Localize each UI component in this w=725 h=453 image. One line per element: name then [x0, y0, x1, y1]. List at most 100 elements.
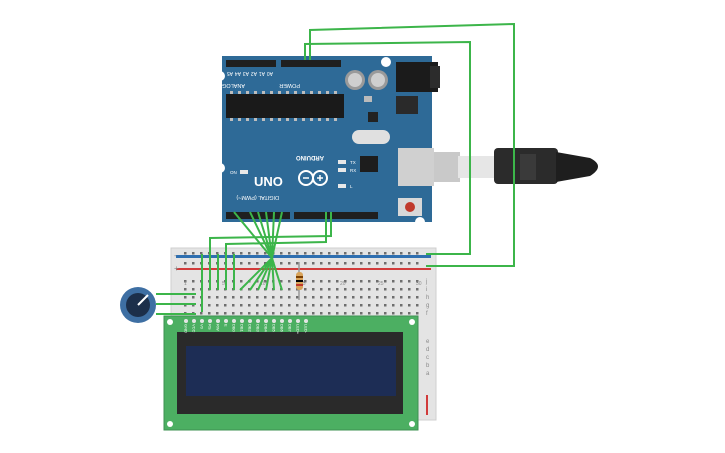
breadboard-hole[interactable] — [368, 312, 371, 315]
potentiometer[interactable] — [120, 287, 156, 323]
breadboard-hole[interactable] — [256, 296, 259, 299]
breadboard-hole[interactable] — [392, 304, 395, 307]
breadboard-hole[interactable] — [360, 280, 363, 283]
breadboard-hole[interactable] — [280, 262, 283, 265]
breadboard-hole[interactable] — [312, 262, 315, 265]
breadboard-hole[interactable] — [296, 304, 299, 307]
breadboard-hole[interactable] — [336, 288, 339, 291]
breadboard-hole[interactable] — [240, 262, 243, 265]
breadboard-hole[interactable] — [344, 288, 347, 291]
breadboard-hole[interactable] — [384, 252, 387, 255]
breadboard-hole[interactable] — [352, 288, 355, 291]
breadboard-hole[interactable] — [344, 296, 347, 299]
breadboard-hole[interactable] — [344, 252, 347, 255]
breadboard-hole[interactable] — [304, 262, 307, 265]
breadboard-hole[interactable] — [408, 312, 411, 315]
breadboard-hole[interactable] — [288, 296, 291, 299]
breadboard-hole[interactable] — [376, 304, 379, 307]
breadboard-hole[interactable] — [280, 312, 283, 315]
breadboard-hole[interactable] — [368, 252, 371, 255]
breadboard-hole[interactable] — [184, 296, 187, 299]
breadboard-hole[interactable] — [360, 304, 363, 307]
breadboard-hole[interactable] — [384, 262, 387, 265]
arduino-uno-board[interactable]: POWER ANALOG IN DIGITAL (PWM~) A5 A4 A3 … — [215, 56, 440, 227]
breadboard-hole[interactable] — [256, 304, 259, 307]
breadboard-hole[interactable] — [240, 312, 243, 315]
breadboard-hole[interactable] — [256, 252, 259, 255]
breadboard-hole[interactable] — [296, 252, 299, 255]
breadboard-hole[interactable] — [304, 304, 307, 307]
breadboard-hole[interactable] — [376, 280, 379, 283]
breadboard-hole[interactable] — [192, 288, 195, 291]
breadboard-hole[interactable] — [192, 280, 195, 283]
breadboard-hole[interactable] — [344, 280, 347, 283]
breadboard-hole[interactable] — [328, 296, 331, 299]
lcd-pin[interactable] — [256, 319, 260, 323]
lcd-pin[interactable] — [208, 319, 212, 323]
breadboard-hole[interactable] — [328, 280, 331, 283]
breadboard-hole[interactable] — [232, 296, 235, 299]
breadboard-hole[interactable] — [288, 304, 291, 307]
breadboard-hole[interactable] — [312, 252, 315, 255]
breadboard-hole[interactable] — [416, 252, 419, 255]
breadboard-hole[interactable] — [304, 312, 307, 315]
breadboard-hole[interactable] — [320, 312, 323, 315]
breadboard-hole[interactable] — [248, 304, 251, 307]
breadboard-hole[interactable] — [328, 252, 331, 255]
lcd-pin[interactable] — [296, 319, 300, 323]
lcd-pin-header[interactable] — [184, 319, 308, 323]
breadboard-hole[interactable] — [248, 262, 251, 265]
breadboard-hole[interactable] — [248, 312, 251, 315]
breadboard-hole[interactable] — [416, 304, 419, 307]
lcd-pin[interactable] — [264, 319, 268, 323]
breadboard-hole[interactable] — [232, 252, 235, 255]
breadboard-hole[interactable] — [368, 296, 371, 299]
breadboard-hole[interactable] — [400, 312, 403, 315]
breadboard-hole[interactable] — [368, 262, 371, 265]
breadboard-hole[interactable] — [328, 288, 331, 291]
breadboard-hole[interactable] — [200, 312, 203, 315]
breadboard-hole[interactable] — [248, 296, 251, 299]
breadboard-hole[interactable] — [376, 296, 379, 299]
breadboard-hole[interactable] — [296, 296, 299, 299]
breadboard-hole[interactable] — [368, 304, 371, 307]
resistor[interactable] — [296, 262, 303, 300]
breadboard-hole[interactable] — [216, 304, 219, 307]
wires[interactable] — [156, 22, 515, 315]
usb-port[interactable] — [398, 148, 434, 186]
breadboard-hole[interactable] — [352, 312, 355, 315]
lcd-pin[interactable] — [216, 319, 220, 323]
breadboard-hole[interactable] — [416, 288, 419, 291]
breadboard-hole[interactable] — [312, 288, 315, 291]
breadboard-hole[interactable] — [184, 252, 187, 255]
breadboard-hole[interactable] — [344, 304, 347, 307]
breadboard-hole[interactable] — [376, 262, 379, 265]
breadboard-hole[interactable] — [416, 262, 419, 265]
breadboard-hole[interactable] — [336, 252, 339, 255]
breadboard-hole[interactable] — [280, 296, 283, 299]
breadboard-hole[interactable] — [360, 252, 363, 255]
breadboard-hole[interactable] — [288, 252, 291, 255]
breadboard-hole[interactable] — [328, 312, 331, 315]
lcd-pin[interactable] — [248, 319, 252, 323]
breadboard-hole[interactable] — [360, 262, 363, 265]
breadboard-hole[interactable] — [376, 252, 379, 255]
breadboard-hole[interactable] — [264, 252, 267, 255]
wire-5v-to-rail[interactable] — [309, 22, 515, 267]
breadboard-hole[interactable] — [320, 252, 323, 255]
breadboard-hole[interactable] — [272, 304, 275, 307]
breadboard-hole[interactable] — [408, 280, 411, 283]
breadboard-hole[interactable] — [184, 262, 187, 265]
breadboard-hole[interactable] — [408, 252, 411, 255]
breadboard-hole[interactable] — [240, 296, 243, 299]
breadboard-hole[interactable] — [208, 304, 211, 307]
lcd-pin[interactable] — [232, 319, 236, 323]
breadboard-hole[interactable] — [312, 304, 315, 307]
breadboard-hole[interactable] — [192, 296, 195, 299]
breadboard-hole[interactable] — [304, 252, 307, 255]
breadboard-hole[interactable] — [200, 252, 203, 255]
breadboard-hole[interactable] — [336, 304, 339, 307]
lcd-pin[interactable] — [272, 319, 276, 323]
breadboard-hole[interactable] — [216, 312, 219, 315]
breadboard-hole[interactable] — [184, 280, 187, 283]
